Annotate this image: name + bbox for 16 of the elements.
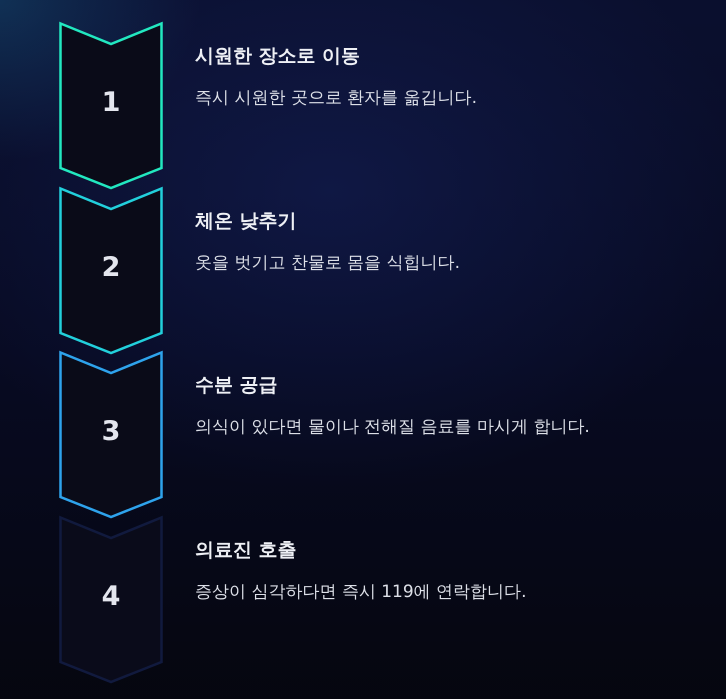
chevron-step bbox=[59, 187, 163, 354]
step-number: 3 bbox=[102, 415, 120, 449]
step-description: 옷을 벗기고 찬물로 몸을 식힙니다. bbox=[195, 252, 460, 274]
step-description: 의식이 있다면 물이나 전해질 음료를 마시게 합니다. bbox=[195, 416, 590, 438]
step-number: 1 bbox=[102, 86, 120, 120]
chevron-step bbox=[59, 516, 163, 683]
step-title: 체온 낮추기 bbox=[195, 209, 297, 233]
chevron-step bbox=[59, 351, 163, 518]
step-title: 수분 공급 bbox=[195, 373, 278, 397]
step-title: 의료진 호출 bbox=[195, 538, 297, 562]
chevron-step bbox=[59, 22, 163, 189]
step-description: 즉시 시원한 곳으로 환자를 옮깁니다. bbox=[195, 87, 478, 109]
step-number: 4 bbox=[102, 580, 120, 614]
step-description: 증상이 심각하다면 즉시 119에 연락합니다. bbox=[195, 581, 526, 603]
step-number: 2 bbox=[102, 251, 120, 285]
step-title: 시원한 장소로 이동 bbox=[195, 44, 360, 68]
